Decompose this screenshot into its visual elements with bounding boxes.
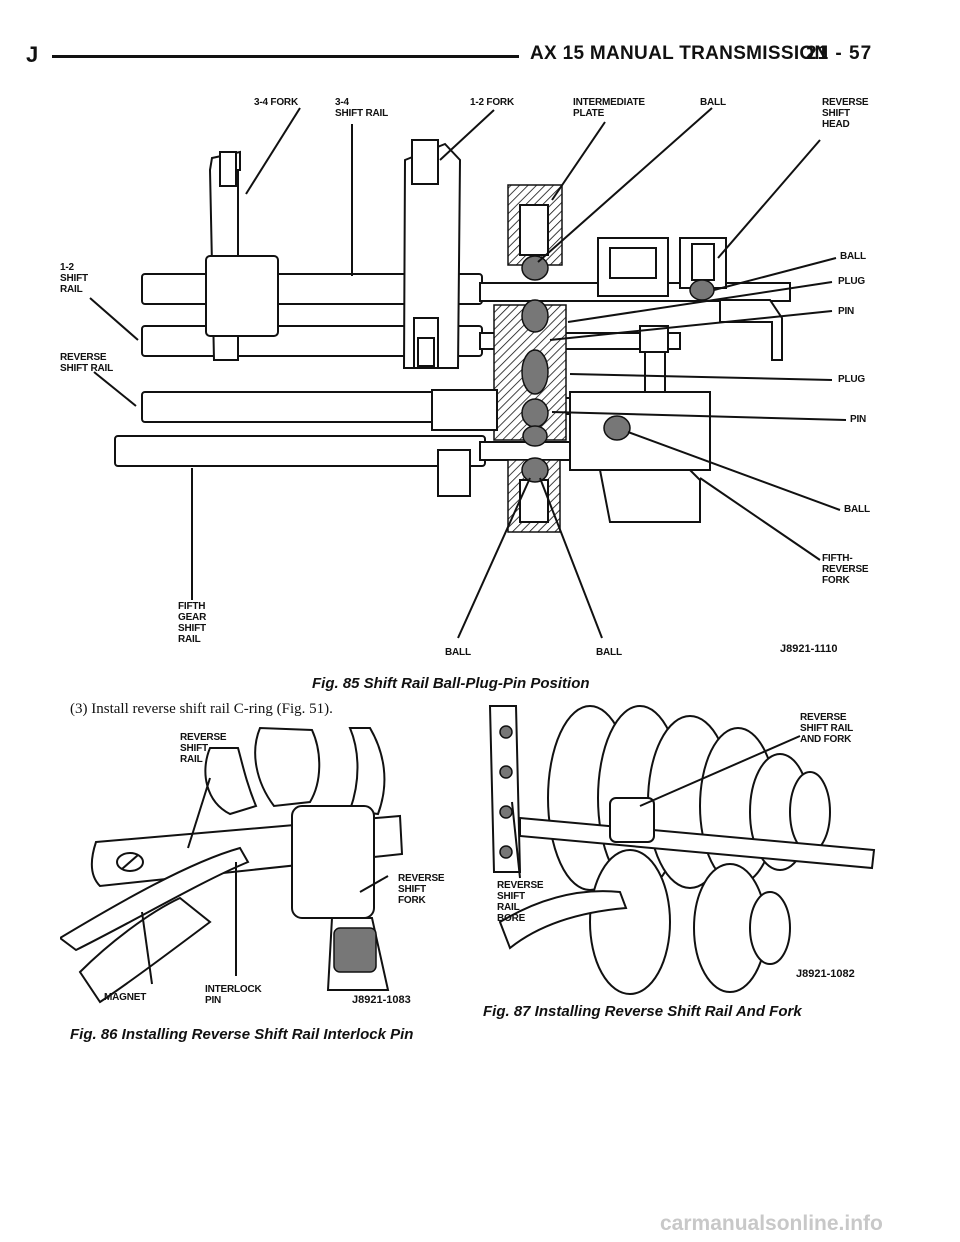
fig86-caption: Fig. 86 Installing Reverse Shift Rail In… [70,1026,414,1043]
fig85-caption: Fig. 85 Shift Rail Ball-Plug-Pin Positio… [312,675,590,692]
label-plug-2: PLUG [838,374,865,385]
label-ball-right-2: BALL [844,504,870,515]
fig87-drawing [488,705,876,995]
fig85-code: J8921-1110 [780,643,838,655]
fig87-caption: Fig. 87 Installing Reverse Shift Rail An… [483,1003,802,1020]
label-ball-top: BALL [700,97,726,108]
label-3-4-fork: 3-4 FORK [254,97,298,108]
step-3-text: (3) Install reverse shift rail C-ring (F… [70,701,333,717]
label-ball-bottom-2: BALL [596,647,622,658]
fig86-drawing [60,726,404,1004]
page-number: 21 - 57 [806,43,873,64]
label-pin-1: PIN [838,306,855,317]
page-title: AX 15 MANUAL TRANSMISSION [530,43,829,64]
label-ball-bottom-1: BALL [445,647,471,658]
watermark: carmanualsonline.info [660,1212,883,1235]
fig86-code: J8921-1083 [352,994,411,1006]
label-1-2-fork: 1-2 FORK [470,97,514,108]
fig85-drawing [89,107,847,639]
label-ball-right-1: BALL [840,251,866,262]
section-letter: J [26,42,39,67]
label-pin-2: PIN [850,414,867,425]
fig87-code: J8921-1082 [796,968,855,980]
label-plug-1: PLUG [838,276,865,287]
header-rule [52,55,519,58]
label-fig86-magnet: MAGNET [104,992,147,1003]
